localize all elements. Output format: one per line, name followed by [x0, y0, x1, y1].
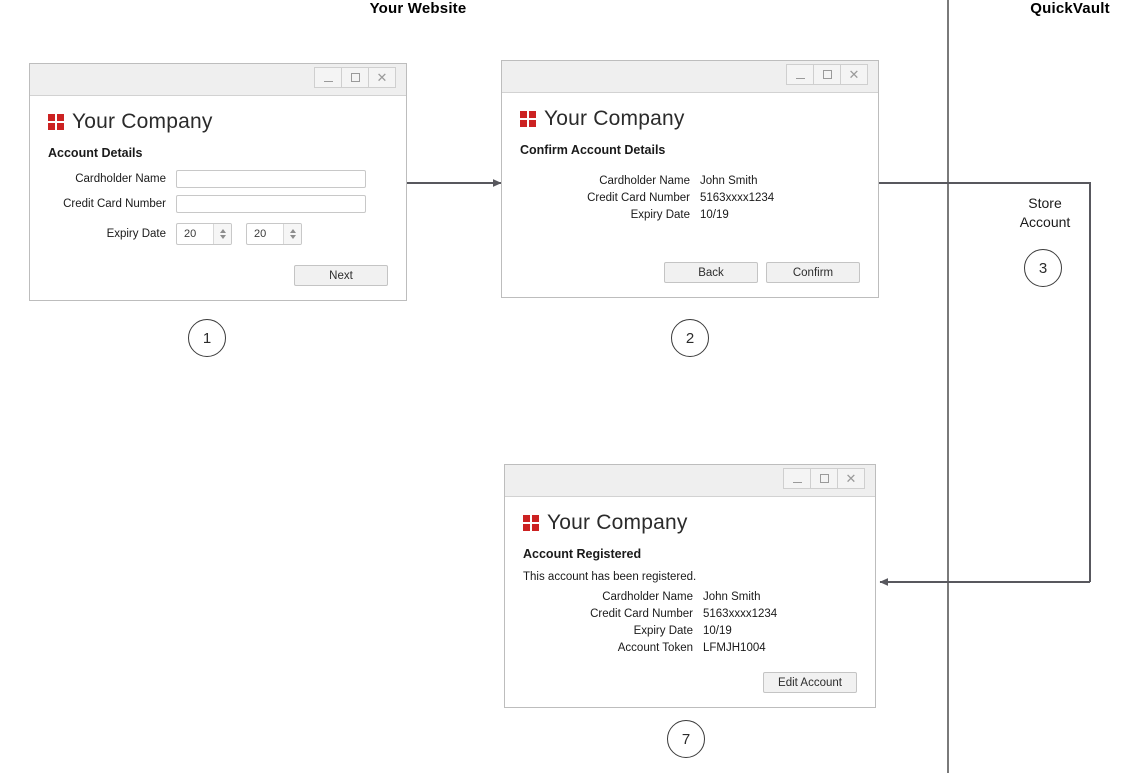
expiry-year-stepper[interactable]: 20 — [246, 223, 302, 245]
brand-name: Your Company — [547, 511, 688, 534]
registration-confirmation-text: This account has been registered. — [523, 571, 697, 583]
edit-account-button[interactable]: Edit Account — [763, 672, 857, 693]
page-title: Account Registered — [523, 547, 642, 561]
detail-row: Account Token LFMJH1004 — [523, 642, 857, 654]
window-2-controls[interactable]: ✕ — [786, 64, 868, 85]
confirm-button[interactable]: Confirm — [766, 262, 860, 283]
expiry-date-label: Expiry Date — [630, 209, 690, 221]
credit-card-number-value: 5163xxxx1234 — [700, 192, 775, 204]
minimize-icon[interactable] — [786, 64, 814, 85]
expiry-date-label: Expiry Date — [106, 228, 166, 240]
step-badge-1-number: 1 — [202, 329, 212, 347]
step-badge-3-number: 3 — [1038, 259, 1048, 277]
window-3-button-bar: Edit Account — [763, 672, 857, 693]
cardholder-name-label: Cardholder Name — [599, 175, 690, 187]
store-account-activity-label: Store Account — [1019, 195, 1071, 230]
window-1-button-bar: Next — [294, 265, 388, 286]
credit-card-number-input[interactable] — [176, 195, 366, 213]
field-row-cardholder-name: Cardholder Name — [48, 170, 388, 188]
expiry-date-value: 10/19 — [700, 209, 729, 221]
window-2-titlebar[interactable]: ✕ — [502, 61, 878, 93]
maximize-icon[interactable] — [341, 67, 369, 88]
four-red-squares-logo-icon — [523, 515, 539, 531]
window-3-titlebar[interactable]: ✕ — [505, 465, 875, 497]
back-button[interactable]: Back — [664, 262, 758, 283]
detail-row: Cardholder Name John Smith — [520, 175, 860, 187]
step-badge-2: 2 — [671, 319, 709, 357]
expiry-date-value: 10/19 — [703, 625, 732, 637]
window-3-body: Your Company Account Registered This acc… — [505, 497, 875, 707]
step-badge-7-number: 7 — [681, 730, 691, 748]
window-account-registered[interactable]: ✕ Your Company Account Registered This a… — [504, 464, 876, 708]
detail-row: Credit Card Number 5163xxxx1234 — [520, 192, 860, 204]
brand-name: Your Company — [72, 110, 213, 133]
detail-row: Expiry Date 10/19 — [520, 209, 860, 221]
swimlane-divider — [947, 0, 949, 773]
cardholder-name-label: Cardholder Name — [75, 173, 166, 185]
step-badge-3: 3 — [1024, 249, 1062, 287]
expiry-month-value: 20 — [184, 228, 197, 240]
cardholder-name-value: John Smith — [700, 175, 758, 187]
field-row-credit-card-number: Credit Card Number — [48, 195, 388, 213]
window-2-button-bar: Back Confirm — [664, 262, 860, 283]
swimlane-label-your-website: Your Website — [369, 0, 467, 17]
window-confirm-account-details[interactable]: ✕ Your Company Confirm Account Details C… — [501, 60, 879, 298]
brand-name: Your Company — [544, 107, 685, 130]
expiry-date-label: Expiry Date — [633, 625, 693, 637]
detail-row: Credit Card Number 5163xxxx1234 — [523, 608, 857, 620]
close-icon[interactable]: ✕ — [840, 64, 868, 85]
cardholder-name-input[interactable] — [176, 170, 366, 188]
cardholder-name-label: Cardholder Name — [602, 591, 693, 603]
detail-row: Expiry Date 10/19 — [523, 625, 857, 637]
step-badge-7: 7 — [667, 720, 705, 758]
window-2-body: Your Company Confirm Account Details Car… — [502, 93, 878, 297]
expiry-month-stepper[interactable]: 20 — [176, 223, 232, 245]
credit-card-number-label: Credit Card Number — [590, 608, 693, 620]
cardholder-name-value: John Smith — [703, 591, 761, 603]
four-red-squares-logo-icon — [520, 111, 536, 127]
next-button[interactable]: Next — [294, 265, 388, 286]
field-row-expiry-date: Expiry Date 20 20 — [48, 223, 388, 245]
window-account-details[interactable]: ✕ Your Company Account Details Cardholde… — [29, 63, 407, 301]
four-red-squares-logo-icon — [48, 114, 64, 130]
page-title: Account Details — [48, 146, 143, 160]
expiry-year-spinner-arrows-icon[interactable] — [283, 224, 301, 244]
close-icon[interactable]: ✕ — [368, 67, 396, 88]
window-1-controls[interactable]: ✕ — [314, 67, 396, 88]
connector-confirm-to-store-account — [879, 182, 1091, 582]
swimlane-label-quickvault: QuickVault — [1030, 0, 1110, 17]
credit-card-number-value: 5163xxxx1234 — [703, 608, 778, 620]
registered-details-list: Cardholder Name John Smith Credit Card N… — [523, 591, 857, 654]
expiry-date-steppers: 20 20 — [176, 223, 302, 245]
minimize-icon[interactable] — [783, 468, 811, 489]
close-icon[interactable]: ✕ — [837, 468, 865, 489]
minimize-icon[interactable] — [314, 67, 342, 88]
brand-header: Your Company — [520, 107, 860, 131]
credit-card-number-label: Credit Card Number — [63, 198, 166, 210]
expiry-year-value: 20 — [254, 228, 267, 240]
expiry-month-spinner-arrows-icon[interactable] — [213, 224, 231, 244]
window-1-body: Your Company Account Details Cardholder … — [30, 96, 406, 300]
confirm-details-list: Cardholder Name John Smith Credit Card N… — [520, 175, 860, 221]
account-token-value: LFMJH1004 — [703, 642, 766, 654]
maximize-icon[interactable] — [813, 64, 841, 85]
credit-card-number-label: Credit Card Number — [587, 192, 690, 204]
window-1-titlebar[interactable]: ✕ — [30, 64, 406, 96]
detail-row: Cardholder Name John Smith — [523, 591, 857, 603]
maximize-icon[interactable] — [810, 468, 838, 489]
brand-header: Your Company — [523, 511, 857, 535]
account-token-label: Account Token — [617, 642, 693, 654]
step-badge-1: 1 — [188, 319, 226, 357]
brand-header: Your Company — [48, 110, 388, 134]
page-title: Confirm Account Details — [520, 143, 666, 157]
window-3-controls[interactable]: ✕ — [783, 468, 865, 489]
step-badge-2-number: 2 — [685, 329, 695, 347]
